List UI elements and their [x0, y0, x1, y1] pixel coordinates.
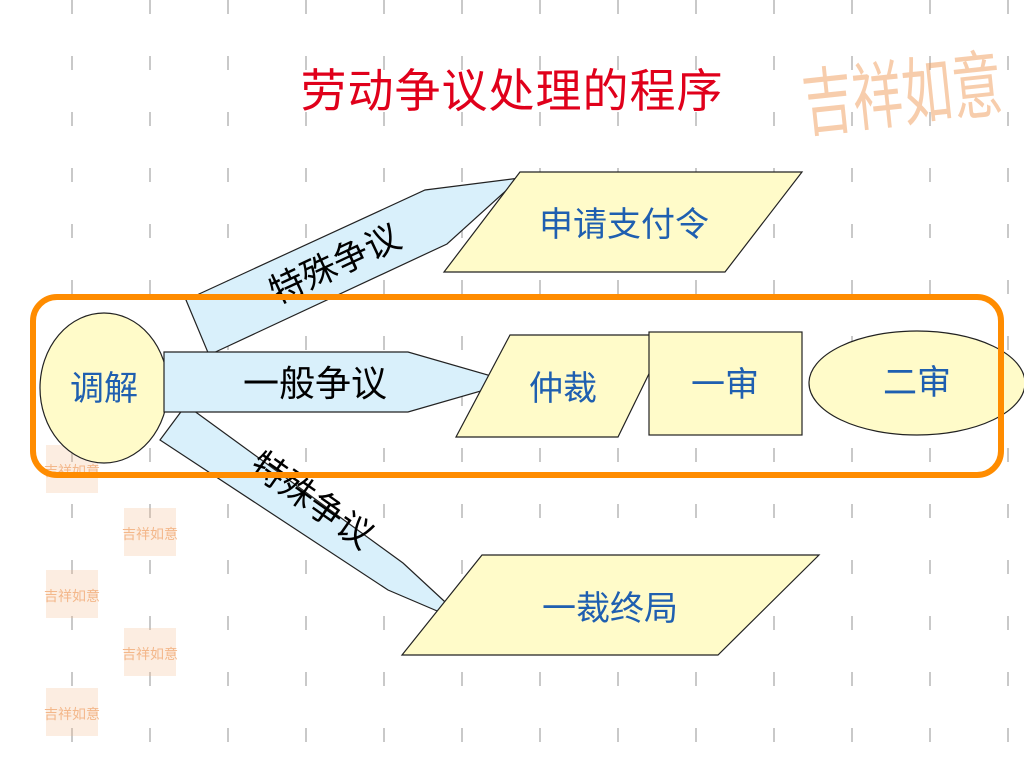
arrow-general-dispute: 一般争议	[163, 351, 515, 413]
small-logo-stamp-4: 吉祥如意	[122, 628, 178, 676]
node-final-ruling: 一裁终局	[400, 554, 821, 656]
node-label-final-ruling: 一裁终局	[542, 589, 678, 629]
slide-title: 劳动争议处理的程序	[300, 64, 724, 118]
arrow-special-dispute-lower: 特殊争议	[159, 404, 471, 626]
node-label-first-instance: 一审	[691, 365, 759, 405]
node-second-instance: 二审	[808, 330, 1024, 436]
small-logo-stamp-2: 吉祥如意	[122, 508, 178, 556]
highlight-frame	[30, 294, 1004, 478]
node-label-arbitration: 仲裁	[529, 369, 597, 409]
node-first-instance: 一审	[648, 331, 803, 436]
svg-text:吉祥如意: 吉祥如意	[122, 526, 178, 543]
node-label-mediation: 调解	[70, 369, 138, 409]
node-payment-order: 申请支付令	[442, 171, 804, 273]
svg-text:吉祥如意: 吉祥如意	[798, 42, 1006, 148]
arrow-label-general: 一般争议	[243, 364, 387, 405]
node-label-second-instance: 二审	[883, 363, 951, 403]
svg-text:吉祥如意: 吉祥如意	[44, 588, 100, 605]
small-logo-stamp-3: 吉祥如意	[44, 570, 100, 618]
small-logo-stamp-5: 吉祥如意	[44, 688, 100, 736]
large-logo-watermark: 吉祥如意	[798, 42, 1006, 148]
node-arbitration: 仲裁	[455, 334, 669, 438]
svg-text:吉祥如意: 吉祥如意	[122, 646, 178, 663]
svg-text:吉祥如意: 吉祥如意	[44, 706, 100, 723]
node-label-payment-order: 申请支付令	[539, 205, 709, 245]
